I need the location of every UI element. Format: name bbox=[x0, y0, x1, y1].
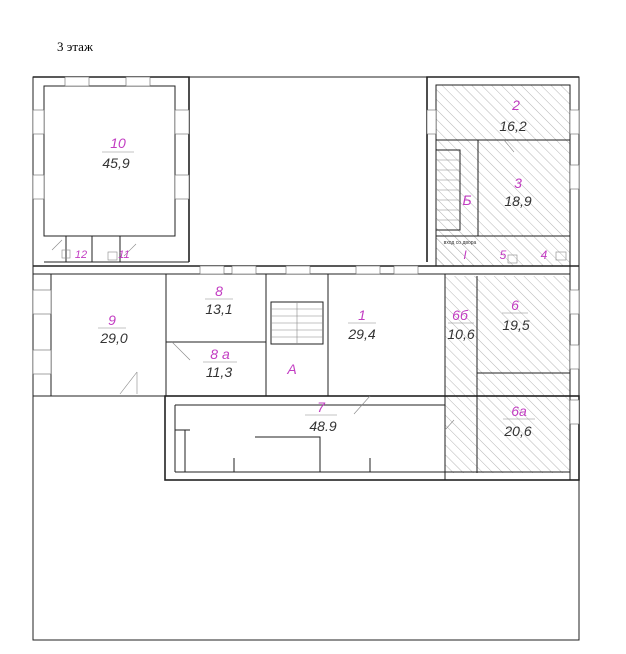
room-9-number: 9 bbox=[108, 312, 116, 328]
room-8a-area: 11,3 bbox=[206, 364, 232, 380]
room-6-number: 6 bbox=[511, 297, 519, 313]
floor-title: 3 этаж bbox=[57, 39, 93, 54]
room-1-number: 1 bbox=[358, 307, 366, 323]
room-8a-number: 8 а bbox=[210, 346, 230, 362]
room-I-number: I bbox=[463, 248, 467, 262]
room-2-area: 16,2 bbox=[499, 118, 526, 134]
windows bbox=[32, 76, 580, 425]
room-2-number: 2 bbox=[511, 97, 520, 113]
room-3-area: 18,9 bbox=[504, 193, 531, 209]
room-7-number: 7 bbox=[317, 399, 326, 415]
room-4-number: 4 bbox=[541, 248, 548, 262]
hatched-areas bbox=[436, 85, 570, 473]
entrance-note: вход со двора bbox=[444, 240, 477, 246]
room-3-number: 3 bbox=[514, 175, 522, 191]
room-8-number: 8 bbox=[215, 283, 223, 299]
room-8-area: 13,1 bbox=[205, 301, 232, 317]
room-7-area: 48.9 bbox=[309, 418, 336, 434]
room-9-area: 29,0 bbox=[99, 330, 127, 346]
room-5-number: 5 bbox=[500, 248, 507, 262]
room-1-area: 29,4 bbox=[347, 326, 375, 342]
room-labels: 10 45,9 12 11 2 16,2 3 18,9 Б вход со дв… bbox=[75, 97, 548, 439]
stair-A-number: А bbox=[286, 361, 296, 377]
room-6-area: 19,5 bbox=[502, 317, 529, 333]
room-11-number: 11 bbox=[118, 249, 129, 261]
room-10-number: 10 bbox=[110, 135, 126, 151]
room-12-number: 12 bbox=[75, 249, 87, 261]
room-B-number: Б bbox=[462, 192, 471, 208]
room-6a-number: 6а bbox=[511, 403, 527, 419]
room-6b-number: 6б bbox=[452, 307, 469, 323]
room-6a-area: 20,6 bbox=[503, 423, 531, 439]
room-10-area: 45,9 bbox=[102, 155, 129, 171]
room-6b-area: 10,6 bbox=[447, 326, 474, 342]
